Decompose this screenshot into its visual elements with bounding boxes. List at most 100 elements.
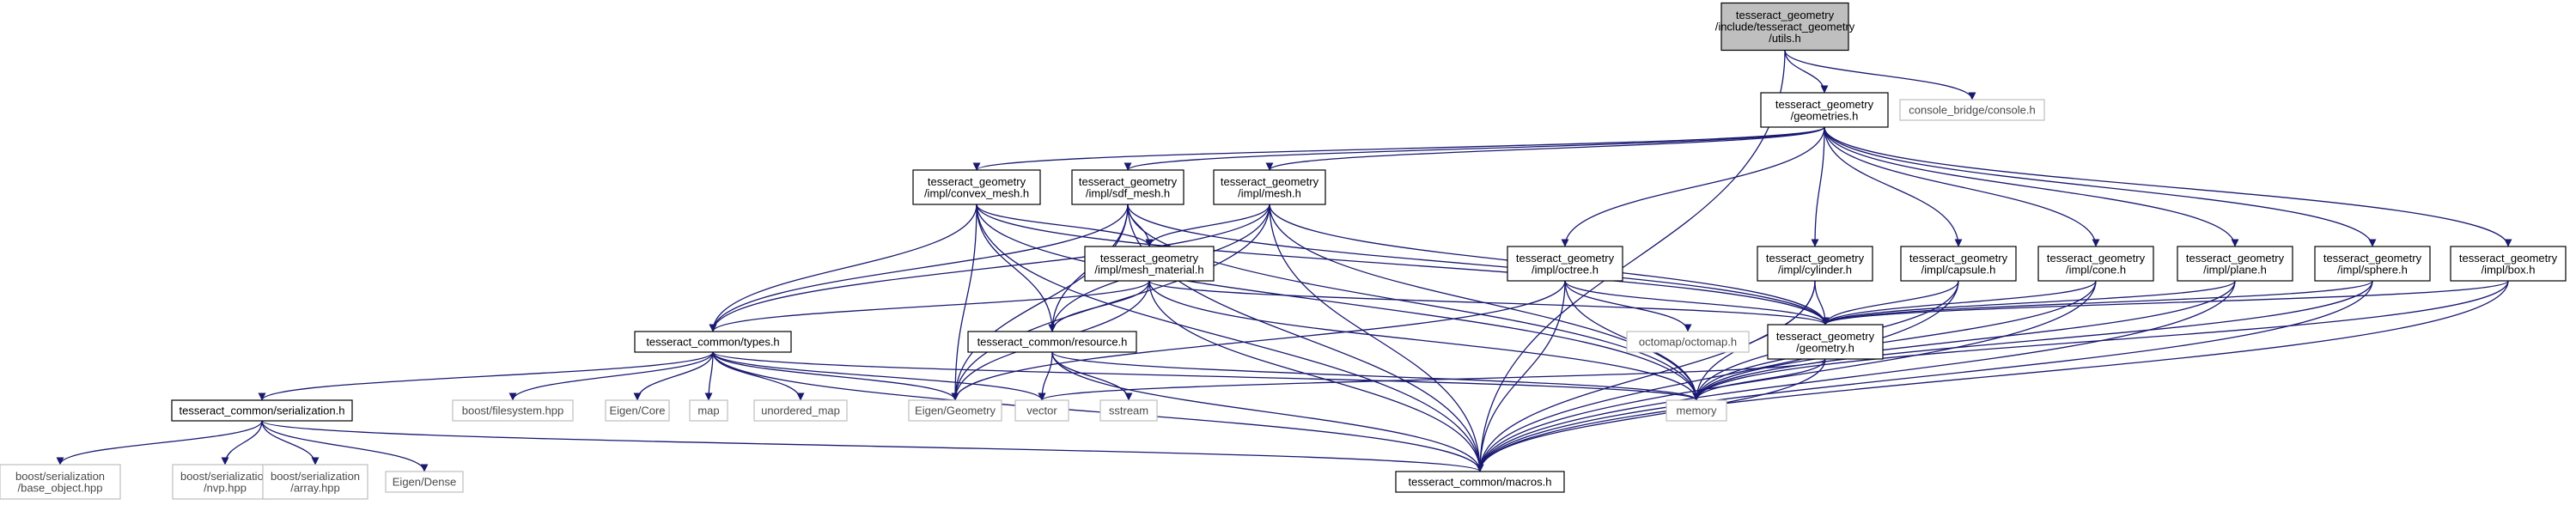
node-sphere[interactable]: tesseract_geometry/impl/sphere.h <box>2314 246 2431 282</box>
node-cylinder[interactable]: tesseract_geometry/impl/cylinder.h <box>1757 246 1873 282</box>
edge-geometries-to-sphere <box>1824 126 2377 247</box>
node-label-line: Eigen/Geometry <box>915 405 996 417</box>
node-box <box>1014 399 1069 422</box>
node-label-line: /impl/convex_mesh.h <box>924 186 1029 199</box>
node-box <box>912 169 1041 205</box>
node-sdf-mesh[interactable]: tesseract_geometry/impl/sdf_mesh.h <box>1071 169 1184 205</box>
edge-plane-to-macros <box>1476 280 2236 472</box>
node-label-line: tesseract_geometry <box>2459 252 2558 265</box>
node-label-line: Eigen/Core <box>609 405 665 417</box>
edge-sdf-mesh-to-memory <box>1127 204 1701 401</box>
node-label-line: /impl/mesh_material.h <box>1094 263 1203 276</box>
node-label-line: /impl/cylinder.h <box>1778 263 1852 276</box>
node-label-line: unordered_map <box>761 405 840 417</box>
edge-mesh-to-macros <box>1269 204 1484 472</box>
edge-octree-to-octomap <box>1564 280 1692 332</box>
node-box <box>172 464 278 500</box>
node-box <box>452 399 574 422</box>
node-label-line: /impl/capsule.h <box>1921 263 1996 276</box>
node-label-line: tesseract_geometry <box>1221 175 1319 188</box>
node-sstream: sstream <box>1099 399 1158 422</box>
node-box <box>967 331 1137 353</box>
edge-utils-to-geometries <box>1784 50 1829 94</box>
edge-geometry-to-macros <box>1476 358 1826 472</box>
edge-serialization-to-eigen-dense <box>261 420 429 472</box>
node-convex-mesh[interactable]: tesseract_geometry/impl/convex_mesh.h <box>912 169 1041 205</box>
node-mesh-material[interactable]: tesseract_geometry/impl/mesh_material.h <box>1084 246 1215 282</box>
node-box <box>1666 399 1727 422</box>
edge-cylinder-to-macros <box>1476 280 1816 472</box>
edge-serialization-to-array <box>261 420 320 465</box>
node-box <box>1507 246 1623 282</box>
node-octree[interactable]: tesseract_geometry/impl/octree.h <box>1507 246 1623 282</box>
edge-box-to-macros <box>1476 280 2509 472</box>
edge-sphere-to-macros <box>1476 280 2373 472</box>
node-label-line: /impl/plane.h <box>2203 263 2267 276</box>
node-label-line: /geometry.h <box>1796 341 1854 354</box>
edge-convex-mesh-to-types <box>709 204 977 332</box>
edge-types-to-filesystem <box>509 351 714 401</box>
node-label-line: boost/serialization <box>271 470 360 483</box>
node-geometries[interactable]: tesseract_geometry/geometries.h <box>1760 92 1889 128</box>
node-geometry[interactable]: tesseract_geometry/geometry.h <box>1767 324 1884 360</box>
node-box <box>1626 331 1750 353</box>
node-box <box>0 464 121 500</box>
node-label-line: vector <box>1026 405 1057 417</box>
edge-types-to-vector <box>712 351 1046 401</box>
node-serialization[interactable]: tesseract_common/serialization.h <box>171 399 353 422</box>
node-label-line: tesseract_common/macros.h <box>1409 476 1552 489</box>
edge-octree-to-eigen-geometry <box>951 280 1566 401</box>
edge-resource-to-memory <box>1051 351 1701 401</box>
edge-convex-mesh-to-geometry <box>976 204 1830 326</box>
edge-utils-to-macros <box>1476 50 1786 472</box>
node-plane[interactable]: tesseract_geometry/impl/plane.h <box>2177 246 2293 282</box>
node-label-line: octomap/octomap.h <box>1639 336 1737 349</box>
node-octomap: octomap/octomap.h <box>1626 331 1750 353</box>
edge-geometries-to-cone <box>1824 126 2100 247</box>
node-mesh[interactable]: tesseract_geometry/impl/mesh.h <box>1213 169 1326 205</box>
node-filesystem: boost/filesystem.hpp <box>452 399 574 422</box>
node-label-line: sstream <box>1109 405 1148 417</box>
node-memory: memory <box>1666 399 1727 422</box>
node-box <box>1760 92 1889 128</box>
node-types[interactable]: tesseract_common/types.h <box>634 331 792 353</box>
node-cone[interactable]: tesseract_geometry/impl/cone.h <box>2037 246 2154 282</box>
edge-octree-to-macros <box>1476 280 1566 472</box>
node-unordered-map: unordered_map <box>753 399 848 422</box>
node-vector: vector <box>1014 399 1069 422</box>
edge-types-to-serialization <box>258 351 714 401</box>
node-capsule[interactable]: tesseract_geometry/impl/capsule.h <box>1900 246 2017 282</box>
node-label-line: memory <box>1677 405 1717 417</box>
edge-types-to-eigen-core <box>633 351 714 401</box>
edge-box-to-memory <box>1692 280 2509 401</box>
node-label-line: tesseract_common/types.h <box>646 336 779 349</box>
node-box <box>753 399 848 422</box>
edge-convex-mesh-to-eigen-geometry <box>951 204 977 401</box>
node-label-line: tesseract_geometry <box>1766 252 1865 265</box>
edge-plane-to-geometry <box>1821 280 2236 326</box>
node-map: map <box>689 399 728 422</box>
edge-geometries-to-octree <box>1561 126 1825 247</box>
node-box <box>1213 169 1326 205</box>
edge-convex-mesh-to-memory <box>976 204 1701 401</box>
edge-mesh-material-to-memory <box>1148 280 1701 401</box>
node-label-line: boost/serialization <box>180 470 270 483</box>
edge-geometry-to-vector <box>1038 358 1826 401</box>
edge-geometries-to-cylinder <box>1811 126 1825 247</box>
edge-sdf-mesh-to-eigen-geometry <box>951 204 1129 401</box>
node-box <box>689 399 728 422</box>
edge-box-to-geometry <box>1821 280 2509 326</box>
edge-octree-to-geometry <box>1564 280 1830 326</box>
node-label-line: Eigen/Dense <box>393 476 456 489</box>
edge-serialization-to-nvp <box>221 420 263 465</box>
node-resource[interactable]: tesseract_common/resource.h <box>967 331 1137 353</box>
node-macros[interactable]: tesseract_common/macros.h <box>1395 471 1565 493</box>
node-box[interactable]: tesseract_geometry/impl/box.h <box>2450 246 2567 282</box>
node-label-line: /impl/cone.h <box>2066 263 2126 276</box>
node-label-line: tesseract_geometry <box>2186 252 2285 265</box>
node-label-line: /impl/mesh.h <box>1238 186 1301 199</box>
node-console: console_bridge/console.h <box>1899 99 2045 121</box>
node-eigen-core: Eigen/Core <box>605 399 670 422</box>
edge-mesh-material-to-types <box>709 280 1150 332</box>
